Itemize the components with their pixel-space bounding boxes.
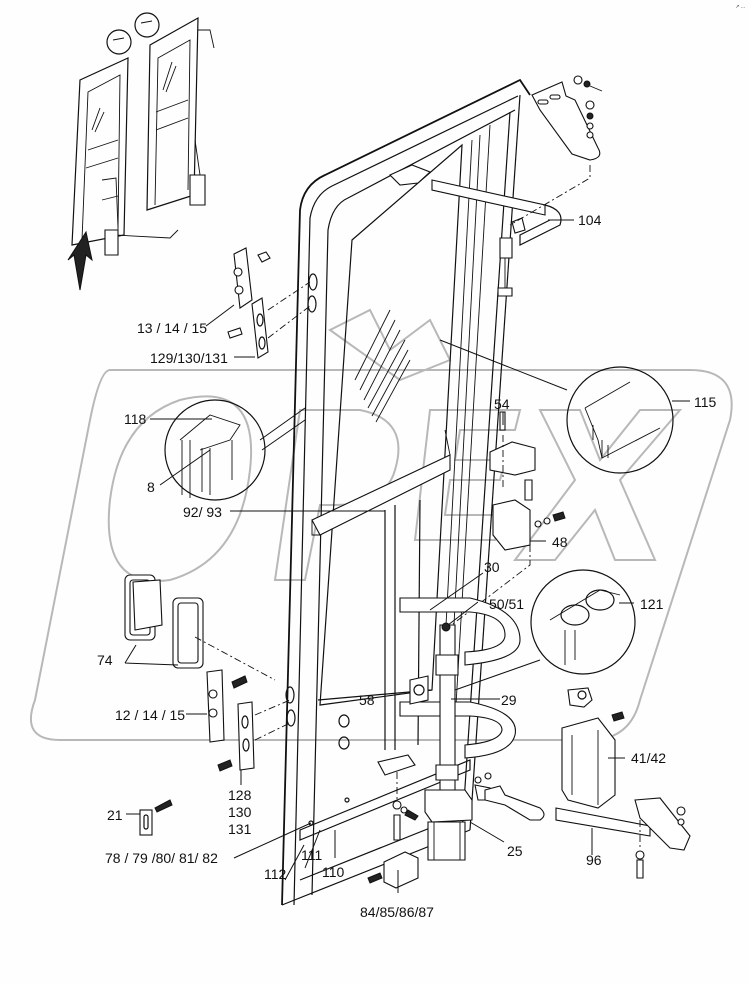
part-label-118: 118 [124, 411, 147, 427]
part-label-129-130-131: 129/130/131 [150, 350, 228, 366]
top-arm [389, 164, 562, 297]
cover-84-87 [367, 851, 419, 889]
detail-115 [439, 339, 674, 474]
part-label-21: 21 [107, 807, 123, 823]
hinge-54-48 [444, 411, 566, 631]
part-label-121: 121 [640, 596, 664, 612]
part-label-92-93: 92/ 93 [183, 504, 222, 520]
guard-41-42 [561, 687, 625, 809]
corner-mark: ↗ ... [735, 4, 745, 10]
up-arrow-icon [67, 230, 93, 291]
striker-74 [124, 574, 276, 681]
part-label-8: 8 [147, 479, 155, 495]
watermark [30, 308, 733, 741]
part-label-58: 58 [359, 692, 375, 708]
part-label-13-14-15: 13 / 14 / 15 [137, 320, 208, 336]
cylinder-25 [424, 772, 493, 861]
lever-96 [484, 785, 691, 879]
part-label-131: 131 [228, 821, 252, 837]
part-label-111: 111 [301, 847, 323, 863]
plate-21 [139, 799, 173, 836]
part-label-110: 110 [322, 864, 345, 880]
part-label-96: 96 [586, 852, 602, 868]
part-label-78-82: 78 / 79 /80/ 81/ 82 [105, 850, 218, 866]
part-label-30: 30 [484, 559, 500, 575]
part-label-115: 115 [694, 394, 717, 410]
lower-bracket [377, 754, 419, 841]
upper-hinge [227, 247, 311, 359]
part-label-48: 48 [552, 534, 568, 550]
part-label-130: 130 [228, 804, 252, 820]
detail-118 [164, 399, 306, 501]
top-right-bracket [509, 75, 603, 226]
part-label-112: 112 [264, 866, 287, 882]
part-label-104: 104 [578, 212, 602, 228]
overview-doors [67, 12, 215, 291]
leader-lines [126, 219, 690, 893]
detail-121 [454, 569, 636, 691]
part-label-54: 54 [494, 396, 510, 412]
part-label-29: 29 [501, 692, 517, 708]
part-label-84-87: 84/85/86/87 [360, 904, 434, 920]
lower-hinge [206, 669, 291, 772]
part-label-128: 128 [228, 787, 252, 803]
part-label-50-51: 50/51 [489, 596, 525, 612]
part-label-25: 25 [507, 843, 523, 859]
part-label-12-14-15: 12 / 14 / 15 [115, 707, 186, 723]
part-label-74: 74 [97, 652, 113, 668]
part-label-41-42: 41/42 [631, 750, 667, 766]
